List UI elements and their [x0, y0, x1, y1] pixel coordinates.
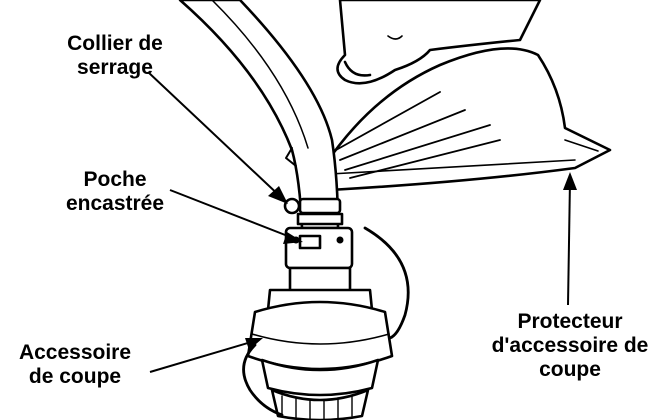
cutting-attachment-head	[246, 288, 394, 420]
label-line: de coupe	[28, 365, 122, 388]
shaft-clamp	[283, 197, 344, 226]
label-line: Accessoire	[18, 341, 132, 364]
label-recessed-pocket: Poche encastrée	[45, 168, 185, 216]
cutting-attachment-guard	[323, 47, 612, 192]
pocket-leader	[169, 189, 299, 241]
label-line: encastrée	[65, 192, 165, 215]
label-shaft-clamp: Collier de serrage	[20, 32, 210, 80]
clamp-leader	[147, 71, 285, 201]
attachment-arrowhead	[245, 338, 263, 350]
pocket-arrowhead	[283, 232, 303, 244]
hand-illustration	[336, 0, 542, 85]
attachment-leader	[149, 339, 259, 373]
label-line: coupe	[539, 358, 601, 381]
label-line: Poche	[83, 168, 147, 191]
arrowheads	[245, 172, 577, 350]
trimmer-line	[242, 226, 410, 417]
label-cutting-attachment: Accessoire de coupe	[0, 341, 150, 389]
label-line: d'accessoire de	[491, 334, 649, 357]
clamp-arrowhead	[268, 186, 288, 204]
label-line: Protecteur	[517, 310, 623, 333]
recessed-pocket-coupler	[284, 226, 354, 296]
label-line: serrage	[77, 56, 153, 79]
leader-arrows	[147, 71, 571, 373]
label-line: Collier de	[67, 32, 163, 55]
guard-leader	[567, 179, 571, 306]
guard-arrowhead	[563, 172, 577, 190]
label-attachment-guard: Protecteur d'accessoire de coupe	[480, 310, 660, 382]
